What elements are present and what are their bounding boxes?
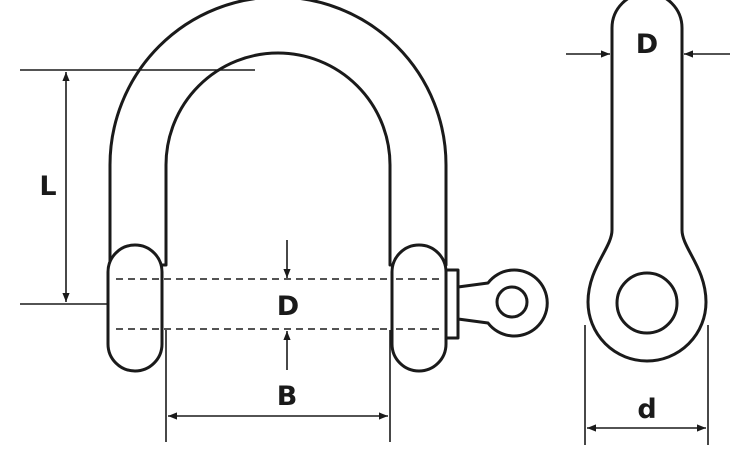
dim-L-label: L xyxy=(39,171,56,202)
dim-D-label: D xyxy=(277,291,299,322)
shackle-right-ear xyxy=(390,243,448,373)
pin-eye-hole xyxy=(495,285,529,319)
shackle-left-ear xyxy=(106,243,164,373)
dim-B-label: B xyxy=(277,381,298,412)
side-view-eye-hole xyxy=(615,271,679,335)
pin-collar xyxy=(444,268,460,340)
side-view-body xyxy=(586,0,708,363)
side-dim-D-label: D xyxy=(636,29,658,60)
shackle-bow xyxy=(108,0,448,267)
side-dim-d-label: d xyxy=(637,394,656,425)
